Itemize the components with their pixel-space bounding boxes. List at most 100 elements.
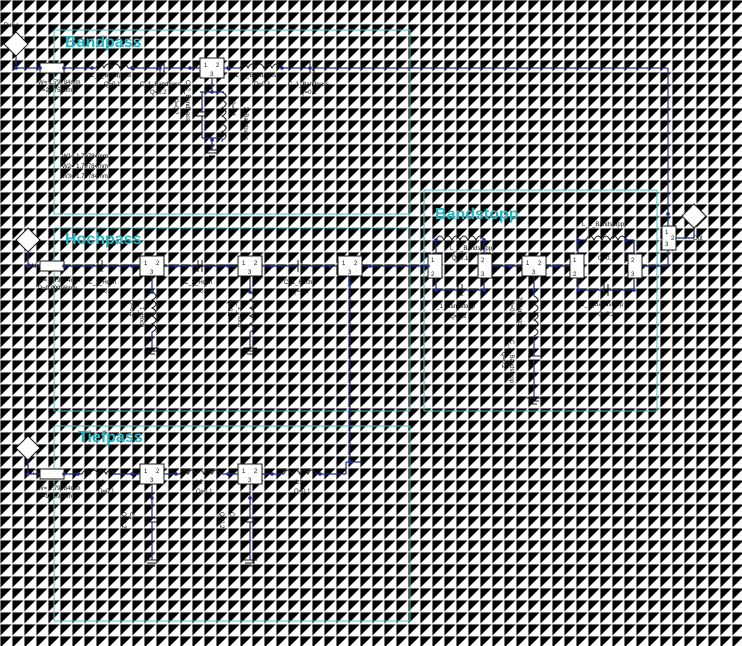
hochpass-frame[interactable]	[53, 227, 411, 412]
tp-l2-q: Q=0.1	[196, 489, 213, 495]
tp-source-p: P=9.99998mm	[38, 494, 77, 500]
hp-c2-q: Q=0.2	[192, 289, 209, 295]
tp-l1b-q: Q=0.1	[294, 489, 311, 495]
pin-number-label: 1	[144, 469, 148, 475]
hp-lb-label: L_1_Hoch	[236, 300, 242, 327]
tp-dots	[26, 460, 352, 500]
pin-number-label: 1	[342, 261, 346, 267]
hp-source-w: W= 1.79784mm	[38, 278, 81, 284]
tiefpass-title: Tiefpass	[78, 429, 143, 446]
hp-la-q: Q=0.1	[128, 300, 134, 317]
bs-dots	[426, 238, 636, 292]
hp-source-line[interactable]	[39, 260, 65, 272]
bp-c1-q: Q=0.2	[150, 90, 167, 96]
hp-lb-q: Q=0.1	[226, 300, 232, 317]
bp-w1: W1= 1.79784mm	[62, 154, 108, 160]
pin-number-label: 1	[665, 230, 669, 236]
bs-l1a-inductor[interactable]	[435, 235, 485, 242]
pin-number-label: 1	[526, 261, 530, 267]
bp-l1-inductor[interactable]	[95, 63, 129, 70]
tp-ground-2	[243, 559, 257, 567]
tp-source-line[interactable]	[39, 468, 65, 480]
pin-number-label: 2	[631, 258, 635, 264]
bs-tee-right-1[interactable]: 12	[569, 253, 585, 279]
bp-w2: W2= 1.79784mm	[62, 164, 108, 170]
tp-l1b-inductor[interactable]	[283, 469, 317, 476]
bs-ground	[527, 397, 541, 405]
tp-l2-inductor[interactable]	[179, 469, 221, 476]
bs-tee-left-2[interactable]: 23	[477, 253, 493, 279]
bp-c1-label: C_1_Bandpass	[140, 82, 181, 88]
pin-number-label: 2	[216, 63, 220, 69]
hp-dots	[26, 264, 372, 294]
pin-number-label: 2	[156, 469, 160, 475]
out-port[interactable]	[681, 203, 707, 229]
bp-ground	[205, 149, 219, 157]
output-tee[interactable]: 132	[661, 225, 677, 251]
bp-c1b-q: Q=0.2	[300, 90, 317, 96]
bs-c1b-label: C_1_Bandstopp	[580, 302, 624, 308]
bp-c1b-label: C_1_Bandpass	[288, 82, 329, 88]
bp-c2-capacitor-vertical[interactable]	[196, 92, 208, 138]
bp-l1-label: L_1_Bandpass	[91, 73, 131, 79]
pin-number-label: 2	[671, 236, 675, 242]
mhz-port-label: 1MHz	[28, 264, 44, 270]
hp-la-inductor-vertical[interactable]	[150, 291, 157, 333]
bs-l2-label: L_2_Bandstopp	[516, 290, 522, 333]
tp-c1a-q: Q=0.2	[120, 512, 126, 529]
hp-ground-1	[145, 347, 159, 355]
bs-l1b-inductor[interactable]	[585, 235, 627, 242]
bs-c2-q: Q=0.2	[500, 352, 506, 369]
pin-number-label: 1	[242, 261, 246, 267]
bp-source-w: W= 1.79784mm	[38, 80, 81, 86]
bp-l2-inductor-vertical[interactable]	[220, 91, 227, 142]
pulse-port-label: Pulse	[4, 23, 20, 29]
pin-number-label: 1	[204, 63, 208, 69]
pin-number-label: 3	[150, 270, 154, 276]
pin-number-label: 2	[481, 258, 485, 264]
bp-l2-q: Q=0.1	[229, 100, 235, 117]
bp-l1b-inductor[interactable]	[239, 63, 281, 70]
pin-number-label: 2	[538, 261, 542, 267]
pin-number-label: 1	[573, 258, 577, 264]
tp-l1a-inductor[interactable]	[81, 469, 115, 476]
pin-number-label: 2	[431, 272, 435, 278]
hp-c1a-label: C_1_Hoch	[88, 280, 116, 286]
tiefpass-frame[interactable]	[53, 425, 411, 622]
hp-lb-inductor-vertical[interactable]	[248, 291, 255, 333]
bs-l2-q: Q=0.1	[508, 300, 514, 317]
bp-source-line[interactable]	[39, 62, 65, 74]
dc-port-label: DC	[28, 470, 37, 476]
tp-ground-1	[145, 559, 159, 567]
pin-number-label: 2	[156, 261, 160, 267]
bandpass-frame[interactable]	[53, 29, 411, 215]
bs-tee-right-2[interactable]: 23	[627, 253, 643, 279]
tp-l2-label: L2	[196, 480, 203, 486]
pin-number-label: 3	[248, 478, 252, 484]
bs-l1b-label: L_1_Bandstopp	[582, 222, 625, 228]
bs-l2-inductor-vertical[interactable]	[532, 295, 539, 337]
bp-source-p: P=22.7596mm	[38, 88, 77, 94]
hp-ground-2	[243, 347, 257, 355]
bandstopp-frame[interactable]	[423, 189, 658, 412]
bs-l1a-q: Q=0.1	[452, 256, 469, 262]
bp-l2-label: L_2_Bandpass	[242, 100, 248, 140]
pin-number-label: 2	[254, 469, 258, 475]
pin-number-label: 3	[631, 272, 635, 278]
bs-tee-left[interactable]: 12	[427, 253, 443, 279]
hp-c1b-q: Q=0.2	[292, 289, 309, 295]
bp-c2-q: Q=0.2	[172, 98, 178, 115]
tp-l1a-q: Q=0.1	[98, 489, 115, 495]
hp-source-p: P=9.99998mm	[38, 286, 77, 292]
bp-dots	[14, 66, 312, 142]
bs-c2-label: C_2_Bandstopp	[508, 340, 514, 384]
bandstopp-title: Bandstopp	[435, 206, 519, 223]
bp-tee[interactable]: 1 2 3	[199, 57, 225, 79]
